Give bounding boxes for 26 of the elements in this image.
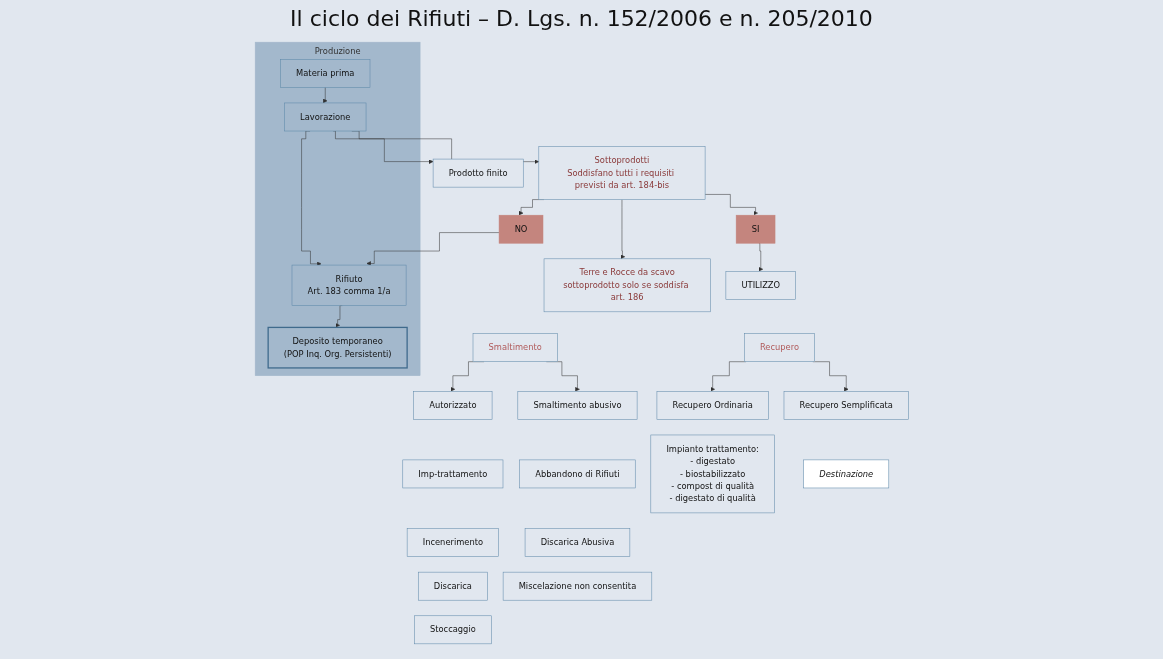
node-box: Rifiuto Art. 183 comma 1/a [291, 264, 406, 306]
node-box: Discarica [417, 571, 488, 600]
node-box: Deposito temporaneo (POP Inq. Org. Persistenti) [267, 326, 408, 369]
node-box: Recupero [743, 332, 815, 362]
node-box: Materia prima [279, 58, 370, 88]
node-box: Recupero Ordinaria [656, 390, 769, 420]
node-box: Prodotto finito [432, 158, 524, 187]
node-box: NO [498, 214, 543, 243]
node-box: Sottoprodotti Soddisfano tutti i requisiti previsti da art. 184-bis [538, 145, 705, 200]
diagram-title: Il ciclo dei Rifiuti – D. Lgs. n. 152/2006 e n. 205/2010 [289, 6, 874, 31]
node-box: Recupero Semplificata [783, 390, 909, 420]
node-box: Discarica Abusiva [524, 527, 630, 557]
node-box: SI [735, 214, 775, 243]
node-box: UTILIZZO [725, 270, 796, 300]
node-box: Miscelazione non consentita [502, 571, 652, 600]
node-box: Autorizzato [413, 390, 492, 420]
node-box: Smaltimento abusivo [517, 390, 637, 420]
node-box: Impianto trattamento: - digestato - biostabilizzato - compost di qualità - digestato di qualità [650, 434, 775, 513]
node-box: Incenerimento [406, 527, 499, 557]
node-box: Lavorazione [283, 102, 366, 131]
node-box: Abbandono di Rifiuti [519, 459, 636, 488]
node-box: Terre e Rocce da scavo sottoprodotto solo se soddisfa art. 186 [543, 258, 711, 312]
node-box: Stoccaggio [413, 615, 492, 644]
node-box: Destinazione [803, 459, 889, 488]
node-box: Smaltimento [472, 332, 558, 362]
node-box: Imp-trattamento [402, 459, 503, 488]
